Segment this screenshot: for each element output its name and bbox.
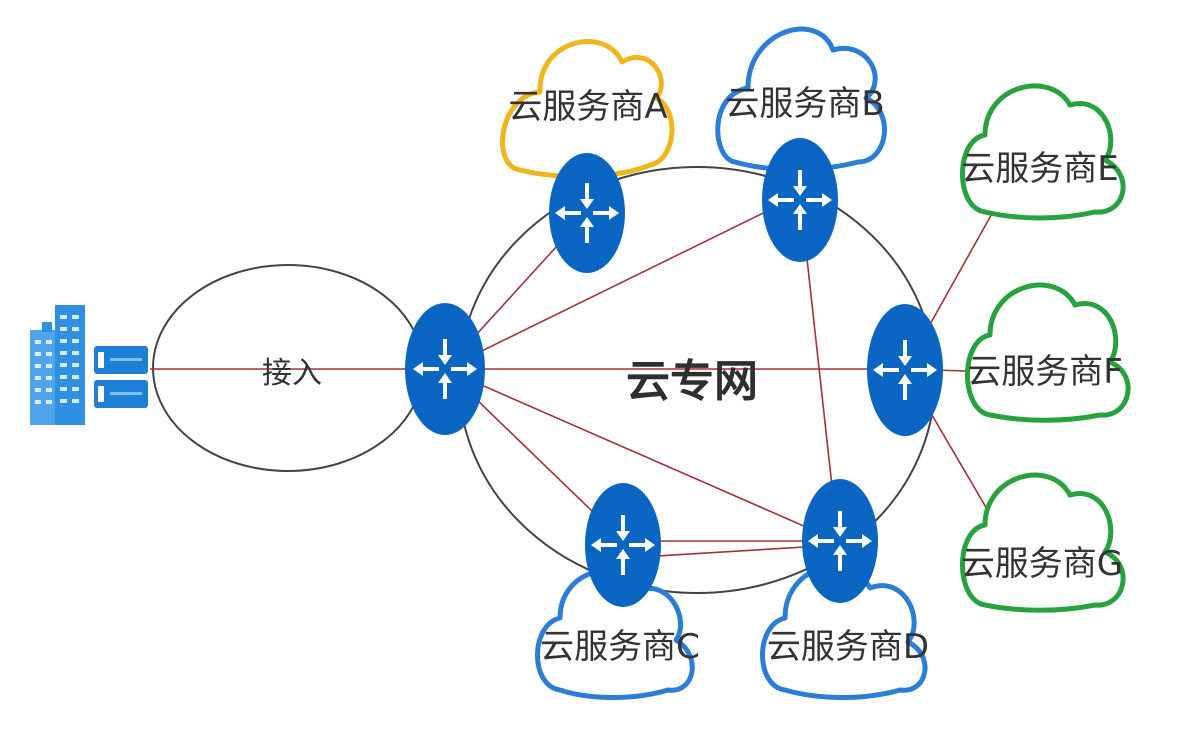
provider-e-label: 云服务商E	[961, 149, 1118, 189]
cloud-provider-g[interactable]	[960, 472, 1126, 613]
core-network-label: 云专网	[626, 356, 758, 407]
cloud-provider-d[interactable]	[760, 564, 928, 700]
provider-f-label: 云服务商F	[967, 352, 1123, 392]
router-icon[interactable]	[585, 483, 661, 607]
cloud-provider-f[interactable]	[965, 282, 1131, 423]
link-hub-B	[444, 194, 801, 370]
routers	[405, 138, 943, 607]
provider-b-label: 云服务商B	[725, 84, 884, 124]
cloud-provider-e[interactable]	[960, 83, 1126, 221]
access-label: 接入	[262, 356, 322, 391]
provider-c-label: 云服务商C	[540, 627, 700, 667]
provider-a-label: 云服务商A	[508, 87, 667, 127]
router-icon[interactable]	[762, 138, 838, 262]
router-icon[interactable]	[802, 479, 878, 603]
router-icon[interactable]	[867, 304, 943, 436]
router-icon[interactable]	[405, 303, 485, 435]
cloud-provider-c[interactable]	[535, 568, 695, 700]
provider-clouds	[500, 26, 1131, 700]
link-hub-D	[444, 368, 839, 542]
provider-d-label: 云服务商D	[767, 627, 929, 667]
cloud-provider-b[interactable]	[715, 26, 887, 172]
router-icon[interactable]	[549, 153, 625, 273]
cloud-provider-a[interactable]	[500, 39, 675, 179]
building-server-icon	[30, 305, 148, 425]
provider-g-label: 云服务商G	[961, 544, 1123, 584]
